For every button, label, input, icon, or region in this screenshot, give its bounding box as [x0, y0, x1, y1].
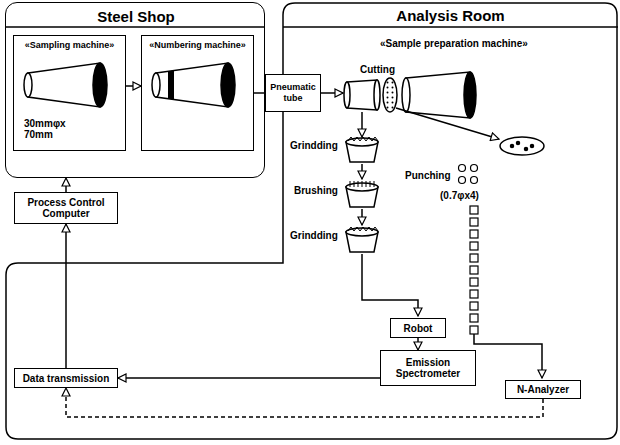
- pin-sample: [470, 314, 478, 322]
- robot-box: Robot: [390, 318, 446, 338]
- dashed-connector: [66, 388, 543, 417]
- step-label: Grindding: [290, 140, 338, 151]
- node-label: Steel Shop: [6, 8, 266, 25]
- room-outline-path: [6, 3, 617, 439]
- spectrometer-box: Emission Spectrometer: [380, 350, 476, 386]
- header-rule: [5, 26, 265, 28]
- node-label: Emission Spectrometer: [384, 357, 472, 379]
- numbered-cone: [152, 63, 235, 107]
- sampling-machine-box: «Sampling machine» 30mmφx 70mm: [13, 35, 126, 151]
- pneumatic-tube-box: Pneumatic tube: [265, 74, 321, 112]
- numbering-machine-box: «Numbering machine»: [141, 35, 254, 151]
- flow-arrow: [474, 334, 542, 378]
- transmission-box: Data transmission: [14, 368, 118, 388]
- punched-pins: [459, 165, 478, 184]
- step-label: Punching: [405, 170, 451, 181]
- sample-chain: [470, 206, 478, 334]
- flow-arrow: [361, 164, 363, 179]
- pin-sample: [470, 230, 478, 238]
- flow-arrow: [361, 209, 363, 225]
- connector: [126, 85, 141, 87]
- pin-sample: [470, 254, 478, 262]
- node-label: «Sampling machine»: [14, 40, 125, 51]
- ground-cup: [346, 227, 378, 252]
- step-label: Cutting: [360, 64, 395, 75]
- tube-arrow: [321, 92, 343, 94]
- section-title: «Sample preparation machine»: [380, 38, 528, 49]
- node-label: N-Analyzer: [517, 384, 569, 395]
- step-label: Grindding: [290, 230, 338, 241]
- computer-box: Process Control Computer: [14, 192, 118, 224]
- flow-arrow: [362, 254, 418, 316]
- connector: [417, 338, 419, 350]
- flow-arrow: [396, 108, 499, 139]
- flow-arrow: [361, 112, 363, 137]
- node-label: Data transmission: [23, 373, 110, 384]
- sample-cone: [24, 63, 107, 107]
- connector: [65, 224, 67, 368]
- shop-region: Steel Shop«Sampling machine»30mmφx 70mm«…: [5, 2, 265, 178]
- step-label: Brushing: [294, 185, 338, 196]
- dimension-label: 30mmφx 70mm: [24, 118, 72, 140]
- dimension-label: (0.7φx4): [440, 190, 479, 201]
- cut-sample: [344, 72, 476, 118]
- pin-sample: [470, 290, 478, 298]
- node-label: «Numbering machine»: [142, 40, 253, 51]
- pin-sample: [470, 242, 478, 250]
- analyzer-box: N-Analyzer: [505, 380, 581, 399]
- punched-disc: [500, 137, 544, 155]
- pin-sample: [470, 326, 478, 334]
- pin-sample: [470, 266, 478, 274]
- pin-sample: [470, 206, 478, 214]
- pin-sample: [470, 278, 478, 286]
- header-rule: [283, 26, 618, 28]
- connector: [65, 178, 67, 192]
- node-label: Robot: [404, 323, 433, 334]
- pin-sample: [470, 218, 478, 226]
- pin-sample: [470, 302, 478, 310]
- brushed-cup: [346, 181, 378, 207]
- node-label: Process Control Computer: [18, 197, 114, 219]
- connector: [254, 92, 265, 94]
- node-label: Analysis Room: [283, 7, 618, 24]
- node-label: Pneumatic tube: [269, 82, 317, 104]
- connector: [118, 377, 380, 379]
- ground-cup: [346, 137, 378, 162]
